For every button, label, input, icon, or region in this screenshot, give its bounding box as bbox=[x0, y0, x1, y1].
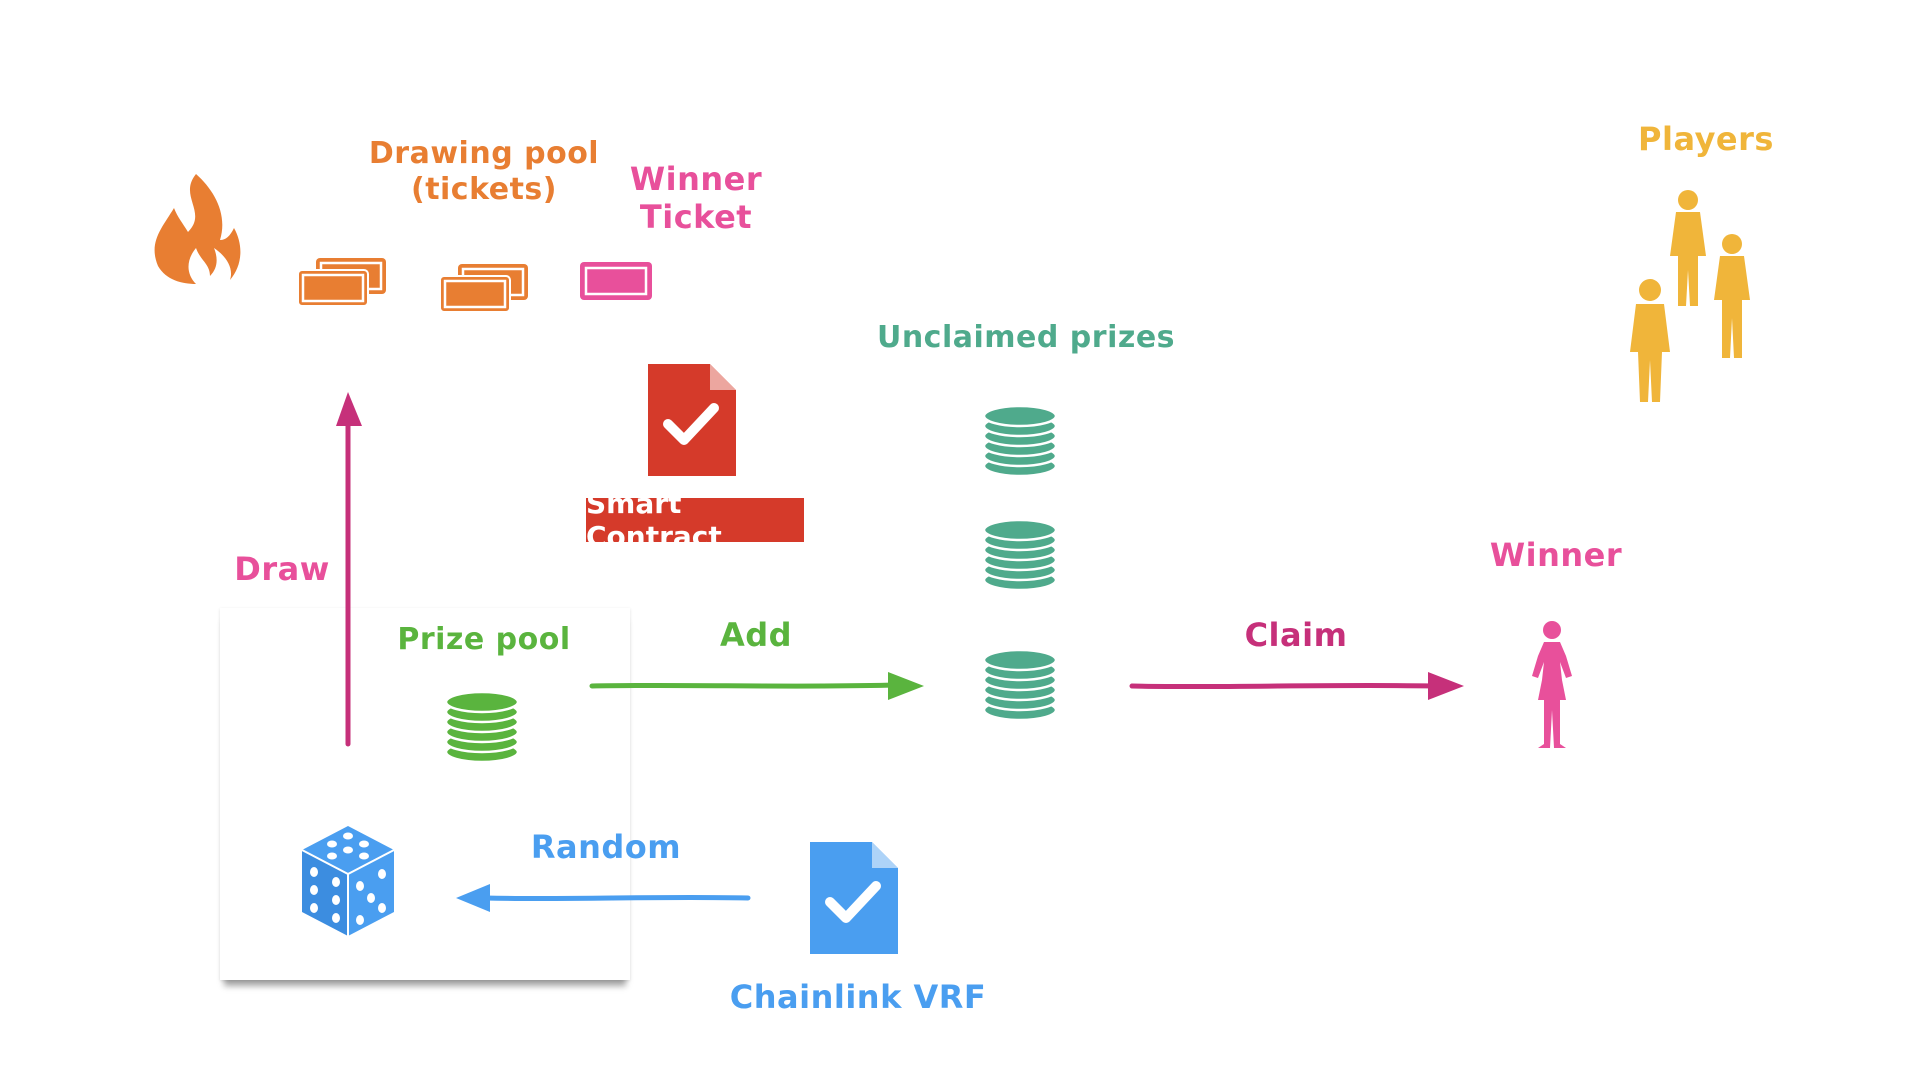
prize-pool-card bbox=[220, 608, 630, 980]
random-arrow bbox=[456, 884, 751, 912]
smart-contract-document-icon bbox=[648, 364, 736, 476]
winner-ticket-label: Winner Ticket bbox=[629, 160, 763, 237]
prize-pool-label: Prize pool bbox=[397, 622, 571, 657]
fire-icon bbox=[154, 174, 241, 284]
ticket-icon bbox=[297, 258, 386, 307]
random-label: Random bbox=[530, 828, 682, 866]
unclaimed-prizes-label: Unclaimed prizes bbox=[876, 320, 1176, 355]
winner-person-icon bbox=[1532, 621, 1572, 748]
winner-ticket-icon bbox=[580, 262, 652, 300]
draw-label: Draw bbox=[234, 550, 330, 588]
winner-label: Winner bbox=[1489, 536, 1623, 574]
coin-stack-icon bbox=[982, 518, 1058, 592]
coin-stack-icon bbox=[982, 404, 1058, 478]
drawing-pool-label: Drawing pool (tickets) bbox=[368, 136, 600, 207]
chainlink-document-icon bbox=[810, 842, 898, 954]
chainlink-vrf-label: Chainlink VRF bbox=[729, 978, 987, 1016]
coin-stack-icon bbox=[444, 690, 520, 764]
add-arrow bbox=[589, 672, 924, 700]
add-label: Add bbox=[719, 616, 793, 654]
players-icon bbox=[1630, 190, 1750, 402]
claim-arrow bbox=[1129, 672, 1464, 700]
claim-label: Claim bbox=[1244, 616, 1348, 654]
dice-icon bbox=[301, 826, 395, 936]
ticket-icon bbox=[439, 264, 528, 313]
players-label: Players bbox=[1638, 120, 1774, 158]
smart-contract-label: Smart Contract bbox=[586, 487, 804, 553]
draw-arrow bbox=[336, 392, 362, 747]
coin-stack-icon bbox=[982, 648, 1058, 722]
